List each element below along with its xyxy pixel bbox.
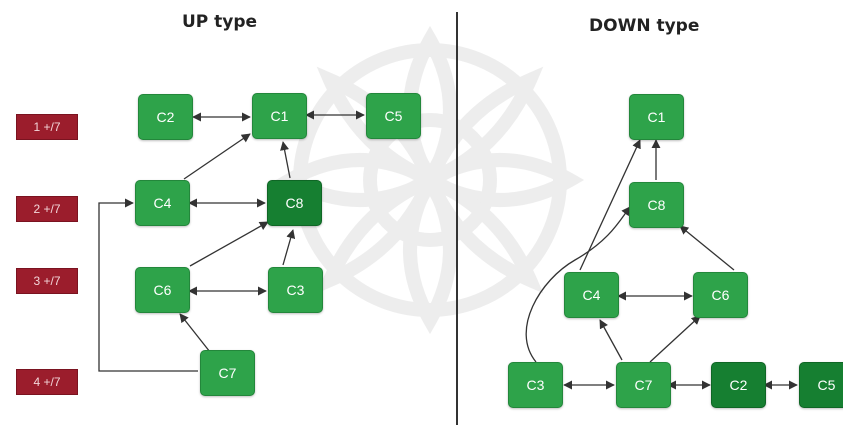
level-badge-3: 3 +/7 — [16, 268, 78, 294]
down-node-c8: C8 — [629, 182, 684, 228]
down-node-c4: C4 — [564, 272, 619, 318]
up-node-c6: C6 — [135, 267, 190, 313]
down-edge-c7-c4 — [599, 319, 623, 361]
up-edge-c8-c1 — [280, 141, 291, 179]
up-edge-c3-c8 — [282, 229, 296, 266]
down-node-c7: C7 — [616, 362, 671, 408]
down-node-c6: C6 — [693, 272, 748, 318]
down-node-c5: C5 — [799, 362, 843, 408]
panel-divider — [456, 12, 458, 425]
down-node-c2: C2 — [711, 362, 766, 408]
up-edge-c6-c8 — [189, 221, 269, 267]
level-badge-1: 1 +/7 — [16, 114, 78, 140]
level-badge-4: 4 +/7 — [16, 369, 78, 395]
up-node-c4: C4 — [135, 180, 190, 226]
down-node-c3: C3 — [508, 362, 563, 408]
up-node-c1: C1 — [252, 93, 307, 139]
up-node-c5: C5 — [366, 93, 421, 139]
up-edge-c7-c6 — [179, 313, 211, 353]
up-node-c2: C2 — [138, 94, 193, 140]
down-edge-c4-c1 — [579, 139, 641, 271]
up-type-title: UP type — [182, 12, 258, 32]
down-type-title: DOWN type — [589, 16, 700, 36]
up-node-c7: C7 — [200, 350, 255, 396]
up-edge-c7-c4 — [98, 198, 198, 372]
up-node-c3: C3 — [268, 267, 323, 313]
down-node-c1: C1 — [629, 94, 684, 140]
up-node-c8: C8 — [267, 180, 322, 226]
up-edge-c4-c1 — [183, 133, 251, 180]
level-badge-2: 2 +/7 — [16, 196, 78, 222]
down-edge-c6-c8 — [679, 225, 735, 271]
down-edge-c7-c6 — [649, 315, 701, 363]
down-edge-c3-c8 — [525, 206, 631, 363]
